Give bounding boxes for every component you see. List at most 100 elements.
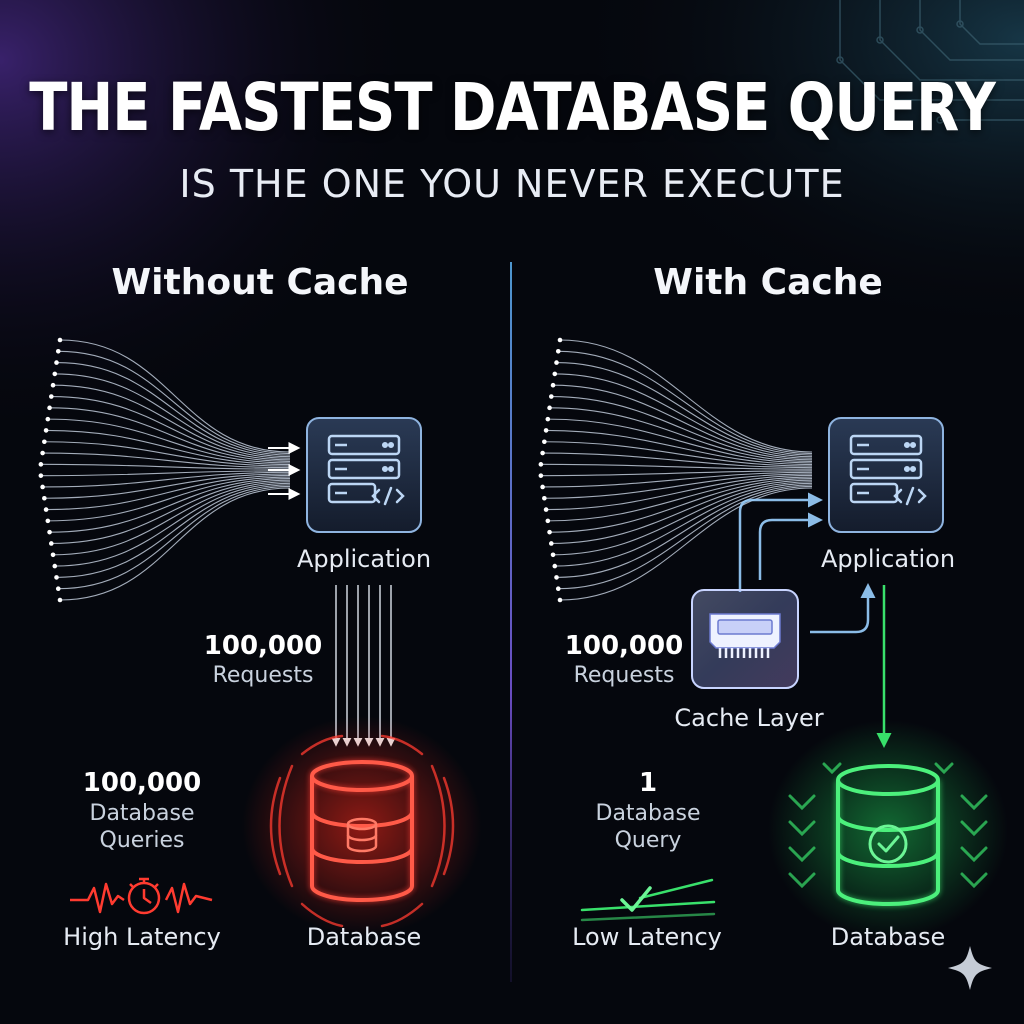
request-dot: [50, 552, 56, 558]
cache-connection-arrows: [738, 492, 876, 634]
request-stream-line: [54, 482, 291, 567]
request-dot: [57, 597, 63, 603]
left-db-label: Database: [306, 923, 422, 951]
request-dot: [54, 360, 59, 365]
request-stream-line: [42, 471, 291, 488]
request-stream-line: [54, 373, 291, 458]
stopwatch-icon: [127, 877, 161, 915]
request-stream-line: [46, 429, 291, 466]
request-dot: [554, 575, 559, 580]
request-stream-line: [49, 407, 291, 462]
request-dot: [545, 518, 551, 524]
vibration-arcs: [269, 734, 455, 928]
request-stream-line: [542, 452, 813, 469]
request-stream-line: [544, 441, 813, 467]
request-stream-line: [56, 362, 291, 456]
code-icon: [893, 486, 927, 506]
request-dot: [50, 382, 56, 388]
request-stream-line: [556, 362, 813, 456]
request-stream-line: [58, 485, 291, 590]
request-dot: [47, 405, 52, 411]
database-icon: [836, 764, 940, 906]
left-requests-label: Requests: [212, 663, 314, 688]
right-requests-count: 100,000: [564, 631, 684, 661]
request-stream-line: [53, 384, 291, 459]
request-stream-line: [551, 479, 813, 545]
request-stream-line: [553, 481, 813, 556]
request-stream-line: [47, 476, 291, 522]
request-dot: [52, 371, 58, 377]
request-stream-line: [554, 373, 813, 458]
request-dot: [542, 495, 547, 501]
left-queries-label-2: Queries: [99, 828, 185, 853]
request-dot: [555, 349, 561, 354]
right-queries-label-2: Query: [614, 828, 682, 853]
request-stream-line: [546, 474, 813, 511]
request-stream-line: [549, 407, 813, 462]
request-stream-line: [544, 473, 813, 499]
request-dot: [45, 518, 51, 524]
request-stream-line: [42, 452, 291, 469]
cache-layer-label: Cache Layer: [674, 704, 824, 732]
database-icon: [310, 760, 414, 902]
right-application-box: [828, 417, 944, 533]
speed-chevrons: [788, 762, 988, 889]
request-dot: [54, 575, 59, 580]
request-dot: [47, 529, 52, 535]
right-app-label: Application: [820, 545, 956, 573]
request-dot: [543, 428, 549, 433]
request-dot: [547, 529, 552, 535]
request-stream-line: [553, 384, 813, 459]
request-dot: [543, 507, 549, 512]
request-stream-line: [540, 463, 813, 470]
request-stream-line: [47, 418, 291, 464]
request-stream-line: [51, 479, 291, 545]
cache-layer-box: [691, 589, 799, 689]
request-dot: [542, 439, 547, 445]
low-latency-graphic: [580, 878, 716, 922]
left-latency-label: High Latency: [63, 923, 221, 951]
left-app-label: Application: [296, 545, 432, 573]
request-dot: [538, 462, 544, 467]
request-stream-line: [547, 418, 813, 464]
checkmark-icon: [620, 886, 652, 912]
high-latency-graphic: [70, 877, 213, 915]
page-title: THE FASTEST DATABASE QUERY: [29, 70, 996, 147]
right-request-dots: [538, 337, 563, 603]
request-dot: [45, 416, 51, 422]
request-dot: [55, 586, 61, 591]
request-stream-line: [540, 470, 813, 477]
request-dot: [38, 473, 44, 478]
request-dot: [550, 552, 556, 558]
request-dot: [555, 586, 561, 591]
request-stream-line: [542, 471, 813, 488]
code-icon: [371, 486, 405, 506]
request-dot: [40, 484, 45, 490]
center-divider: [510, 262, 512, 982]
right-panel-heading: With Cache: [653, 262, 883, 303]
request-dot: [40, 450, 45, 456]
checkmark-icon: [868, 824, 908, 864]
request-stream-line: [551, 395, 813, 461]
left-requests-count: 100,000: [203, 631, 323, 661]
right-database: [768, 720, 1008, 940]
request-dot: [552, 371, 558, 377]
request-stream-line: [40, 470, 291, 477]
request-stream-line: [46, 474, 291, 511]
left-request-streams: [40, 339, 291, 601]
request-stream-line: [546, 429, 813, 466]
left-request-dots: [38, 337, 63, 603]
left-database: [242, 716, 482, 936]
request-stream-line: [549, 478, 813, 533]
request-stream-line: [53, 481, 291, 556]
server-icon: [327, 434, 401, 504]
request-dot: [49, 394, 54, 399]
right-queries-label-1: Database: [595, 801, 701, 826]
request-dot: [42, 495, 47, 501]
request-dot: [55, 349, 61, 354]
request-dot: [540, 484, 545, 490]
request-dot: [38, 462, 44, 467]
request-dot: [43, 428, 49, 433]
